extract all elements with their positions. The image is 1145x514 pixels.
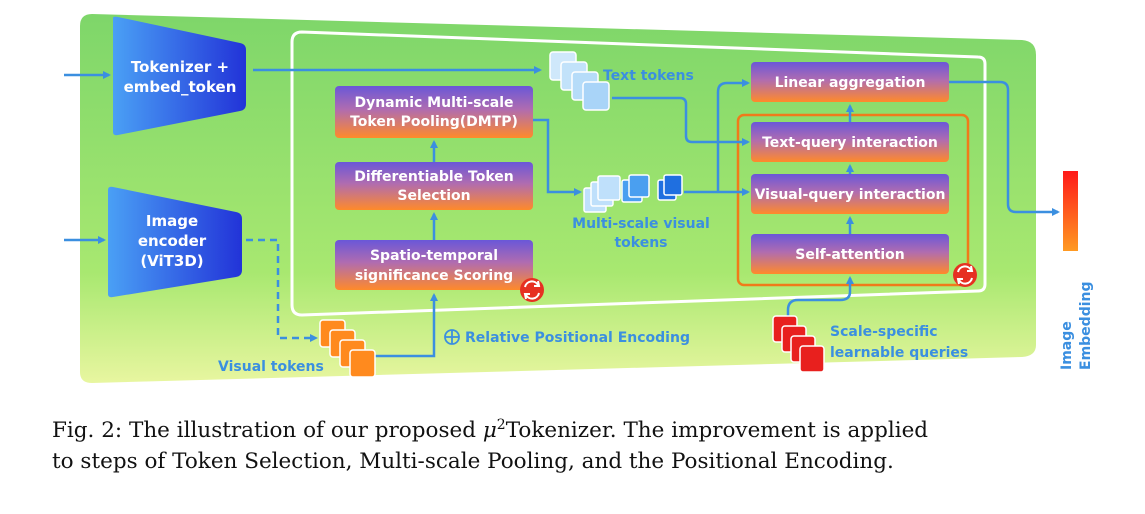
visual-tokens-label: Visual tokens — [218, 359, 324, 375]
image-embedding-bar — [1063, 171, 1078, 251]
queries-stack — [772, 315, 825, 373]
caption-line-2: to steps of Token Selection, Multi-scale… — [52, 449, 894, 475]
scoring-label-1: Spatio-temporal — [370, 248, 498, 264]
multiscale-label-1: Multi-scale visual — [572, 216, 710, 232]
arrow-dmtp-to-multiscale — [533, 118, 582, 196]
selection-box: Differentiable Token Selection — [335, 162, 533, 210]
text-query-label: Text-query interaction — [762, 135, 938, 151]
dashed-arrow-encoder — [246, 238, 318, 342]
arrow-visual-to-scoring — [374, 293, 438, 358]
text-query-box: Text-query interaction — [751, 122, 949, 162]
arrow-multiscale-to-linear — [716, 79, 750, 192]
tokenizer-block: Tokenizer + embed_token — [113, 16, 246, 136]
architecture-diagram: Tokenizer + embed_token Image encoder (V… — [64, 14, 1094, 383]
encoder-label-1: Image — [146, 212, 198, 230]
arrow-text-to-textquery — [612, 96, 750, 146]
linear-aggregation-box: Linear aggregation — [751, 62, 949, 102]
multiscale-tokens-stack — [583, 174, 683, 213]
background-panel — [80, 14, 1036, 383]
text-tokens-stack — [549, 51, 610, 111]
embedding-label-1: Image — [1059, 321, 1075, 370]
multiscale-label-2: tokens — [614, 235, 667, 251]
arrow-queries-to-selfattention — [786, 276, 854, 322]
embedding-label-2: Embedding — [1078, 282, 1094, 371]
figure-caption: Fig. 2: The illustration of our proposed… — [52, 410, 1112, 477]
white-frame — [290, 30, 987, 317]
tokenizer-label-1: Tokenizer + — [131, 58, 229, 76]
visual-query-label: Visual-query interaction — [755, 187, 946, 203]
refresh-icon — [953, 263, 977, 287]
caption-line-1: Fig. 2: The illustration of our proposed… — [52, 417, 929, 444]
encoder-label-3: (ViT3D) — [140, 252, 203, 270]
oplus-icon — [444, 329, 460, 345]
scoring-label-2: significance Scoring — [355, 268, 513, 284]
self-attention-box: Self-attention — [751, 234, 949, 274]
selection-label-1: Differentiable Token — [354, 169, 513, 185]
selection-label-2: Selection — [397, 188, 470, 204]
dmtp-box: Dynamic Multi-scale Token Pooling(DMTP) — [335, 86, 533, 138]
image-encoder-block: Image encoder (ViT3D) — [108, 186, 242, 298]
dmtp-label-2: Token Pooling(DMTP) — [350, 114, 518, 130]
scoring-box: Spatio-temporal significance Scoring — [335, 240, 533, 290]
text-tokens-label: Text tokens — [603, 68, 694, 84]
encoder-label-2: encoder — [138, 232, 207, 250]
orange-frame — [736, 113, 970, 287]
queries-label-2: learnable queries — [830, 345, 968, 361]
arrow-linear-to-embedding — [949, 80, 1060, 216]
dmtp-label-1: Dynamic Multi-scale — [354, 95, 513, 111]
visual-tokens-stack — [319, 319, 376, 378]
tokenizer-label-2: embed_token — [124, 78, 237, 96]
linear-label: Linear aggregation — [775, 75, 926, 91]
refresh-icon — [520, 278, 544, 302]
queries-label-1: Scale-specific — [830, 324, 938, 340]
rpe-label: Relative Positional Encoding — [465, 330, 690, 346]
self-attention-label: Self-attention — [795, 247, 904, 263]
visual-query-box: Visual-query interaction — [751, 174, 949, 214]
